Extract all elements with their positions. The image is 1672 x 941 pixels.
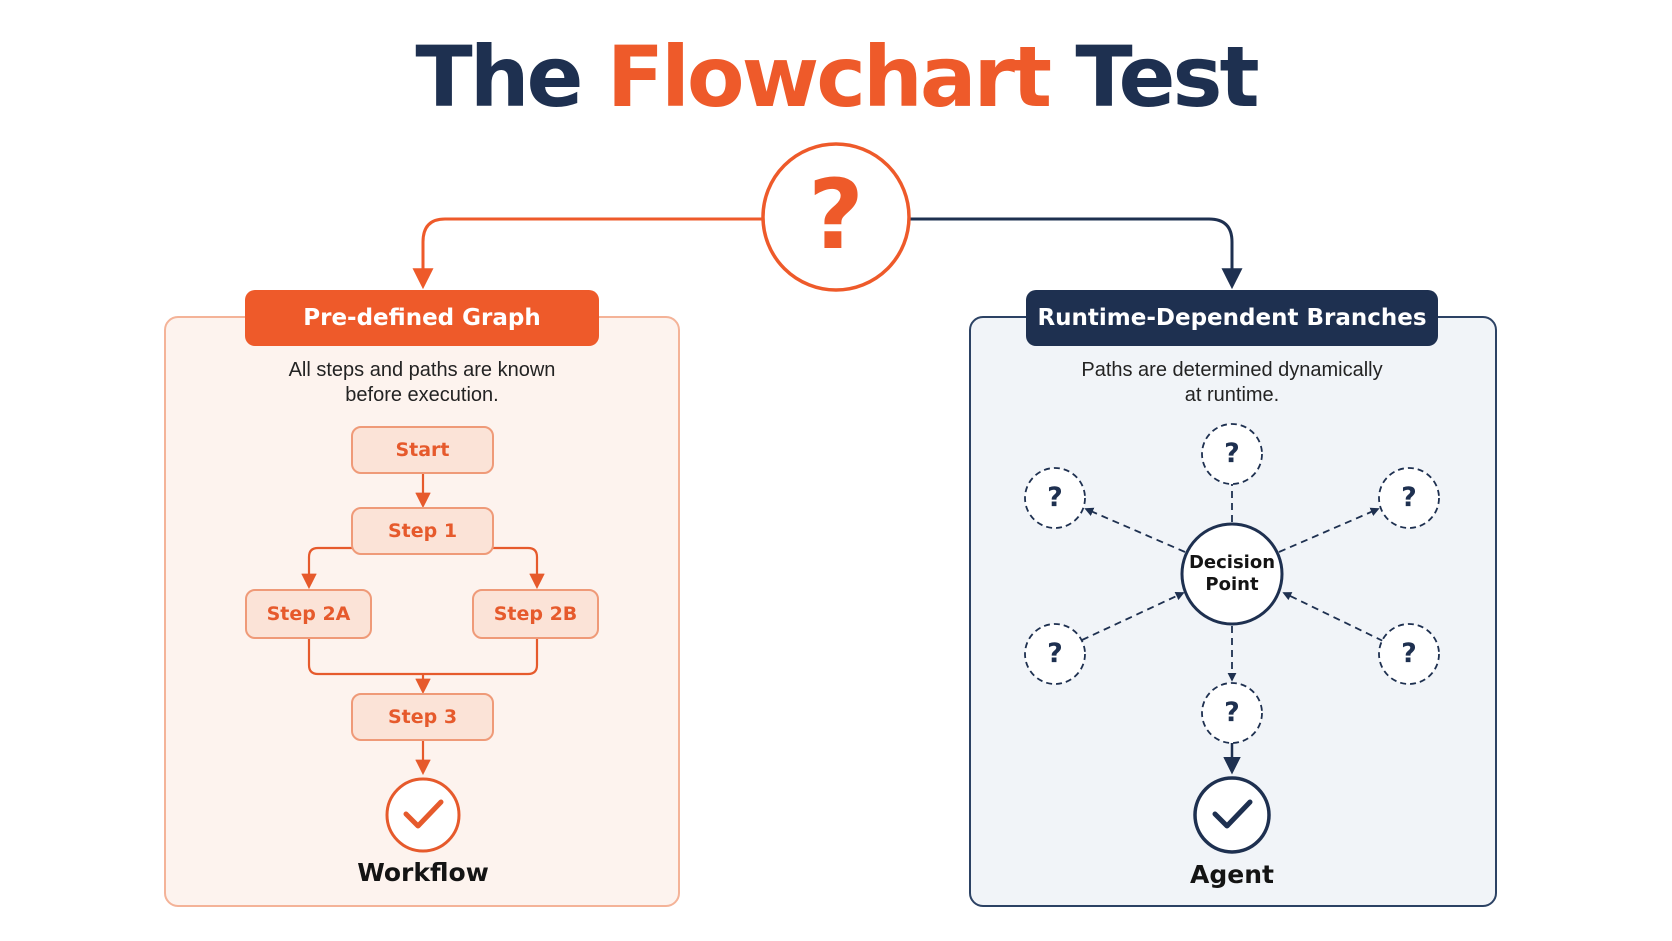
- agent-caption: Agent: [1190, 860, 1274, 889]
- question-mark-icon: ?: [1224, 438, 1240, 469]
- page-title: The Flowchart Test: [0, 22, 1672, 132]
- step-start-box: Start: [351, 426, 494, 474]
- step-1-box: Step 1: [351, 507, 494, 555]
- step-3-box: Step 3: [351, 693, 494, 741]
- connector-to-right-panel: [910, 217, 1243, 290]
- decision-point-line2: Point: [1205, 574, 1259, 595]
- predefined-graph-tag: Pre-defined Graph: [245, 290, 599, 346]
- question-mark-icon: ?: [1047, 482, 1063, 513]
- agent-description-line2: at runtime.: [1184, 384, 1280, 406]
- question-mark-icon: ?: [1401, 638, 1417, 669]
- question-mark-icon: ?: [1047, 638, 1063, 669]
- workflow-description-line2: before execution.: [345, 384, 499, 406]
- runtime-branches-tag: Runtime-Dependent Branches: [1026, 290, 1438, 346]
- decision-point-label: Decision Point: [1180, 522, 1284, 626]
- title-part-test: Test: [1075, 28, 1259, 126]
- question-mark-icon: ?: [808, 159, 864, 271]
- agent-description-line1: Paths are determined dynamically: [1081, 359, 1383, 381]
- center-question-circle: [761, 142, 911, 292]
- step-2b-box: Step 2B: [472, 589, 599, 639]
- workflow-description: All steps and paths are known before exe…: [232, 358, 612, 408]
- question-mark-icon: ?: [1401, 482, 1417, 513]
- decision-point-line1: Decision: [1188, 552, 1276, 573]
- title-part-the: The: [415, 28, 583, 126]
- workflow-caption: Workflow: [357, 858, 489, 887]
- workflow-description-line1: All steps and paths are known: [288, 359, 556, 381]
- title-part-flowchart: Flowchart: [606, 28, 1052, 126]
- agent-description: Paths are determined dynamically at runt…: [1032, 358, 1432, 408]
- connector-to-left-panel: [412, 217, 762, 290]
- step-2a-box: Step 2A: [245, 589, 372, 639]
- question-mark-icon: ?: [1224, 697, 1240, 728]
